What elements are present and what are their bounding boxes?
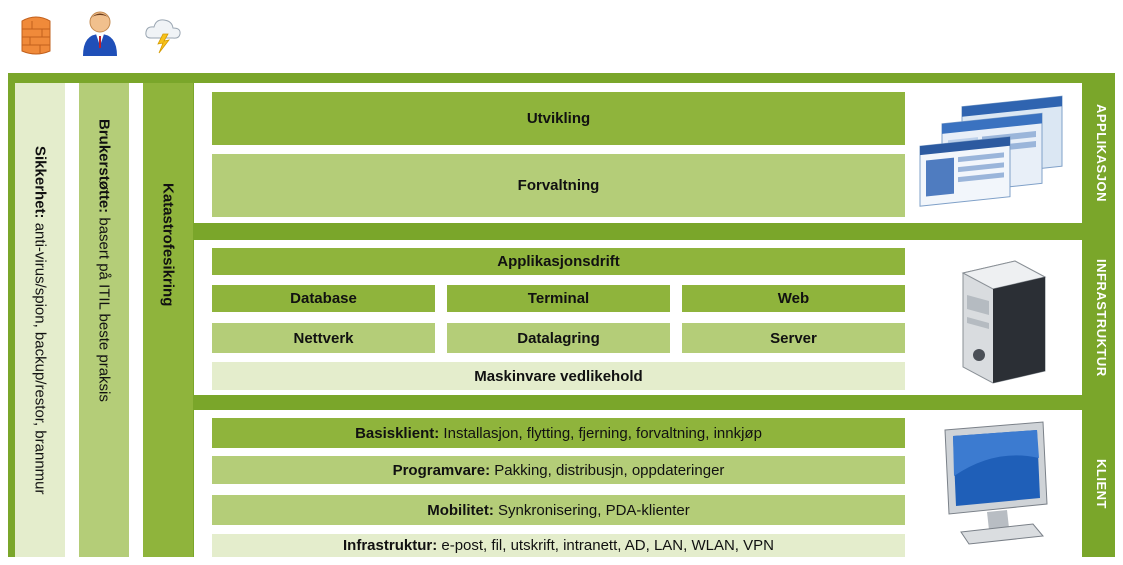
klient-row-bold: Infrastruktur: — [343, 537, 438, 554]
security-bold-label: Sikkerhet: — [31, 145, 49, 219]
infrastruktur-label: INFRASTRUKTUR — [1094, 258, 1109, 377]
klient-row-infrastruktur: Infrastruktur: e-post, fil, utskrift, in… — [212, 534, 905, 557]
firewall-icon — [21, 16, 51, 55]
infra-header-applikasjonsdrift: Applikasjonsdrift — [212, 248, 905, 275]
top-icon-row — [15, 10, 205, 58]
cloud-lightning-icon — [145, 19, 181, 54]
infra-cell-terminal: Terminal — [447, 285, 670, 312]
infra-cell-nettverk: Nettverk — [212, 323, 435, 353]
infra-cell-datalagring: Datalagring — [447, 323, 670, 353]
support-column: Brukerstøtte: basert på ITIL beste praks… — [79, 83, 129, 557]
klient-row-text: e-post, fil, utskrift, intranett, AD, LA… — [437, 537, 774, 554]
klient-row-programvare: Programvare: Pakking, distribusjn, oppda… — [212, 456, 905, 484]
browser-windows-icon — [919, 95, 1063, 207]
infra-footer-maskinvare: Maskinvare vedlikehold — [212, 362, 905, 390]
applikasjon-row-utvikling: Utvikling — [212, 92, 905, 145]
disaster-recovery-label: Katastrofesikring — [159, 183, 177, 307]
klient-row-bold: Programvare: — [392, 461, 491, 479]
klient-row-bold: Mobilitet: — [427, 501, 494, 519]
infra-cell-server: Server — [682, 323, 905, 353]
applikasjon-label: APPLIKASJON — [1094, 104, 1109, 202]
klient-row-text: Pakking, distribusjn, oppdateringer — [490, 461, 725, 479]
klient-row-text: Installasjon, flytting, fjerning, forval… — [439, 424, 762, 442]
server-tower-icon — [961, 260, 1047, 384]
klient-row-mobilitet: Mobilitet: Synkronisering, PDA-klienter — [212, 495, 905, 525]
klient-row-bold: Basisklient: — [355, 424, 440, 442]
user-icon — [83, 11, 117, 56]
klient-row-text: Synkronisering, PDA-klienter — [493, 501, 690, 519]
monitor-icon — [944, 421, 1048, 545]
column-gap-2 — [129, 83, 143, 557]
applikasjon-row-forvaltning: Forvaltning — [212, 154, 905, 217]
security-column: Sikkerhet: anti-virus/spion, backup/rest… — [15, 83, 65, 557]
infra-cell-web: Web — [682, 285, 905, 312]
klient-label: KLIENT — [1094, 458, 1109, 509]
infra-cell-database: Database — [212, 285, 435, 312]
support-text: basert på ITIL beste praksis — [95, 212, 113, 402]
support-bold-label: Brukerstøtte: — [95, 118, 113, 213]
klient-row-basisklient: Basisklient: Installasjon, flytting, fje… — [212, 418, 905, 448]
disaster-recovery-column: Katastrofesikring — [143, 83, 193, 557]
column-gap-1 — [65, 83, 79, 557]
security-text: anti-virus/spion, backup/restor, brannmu… — [31, 218, 49, 495]
